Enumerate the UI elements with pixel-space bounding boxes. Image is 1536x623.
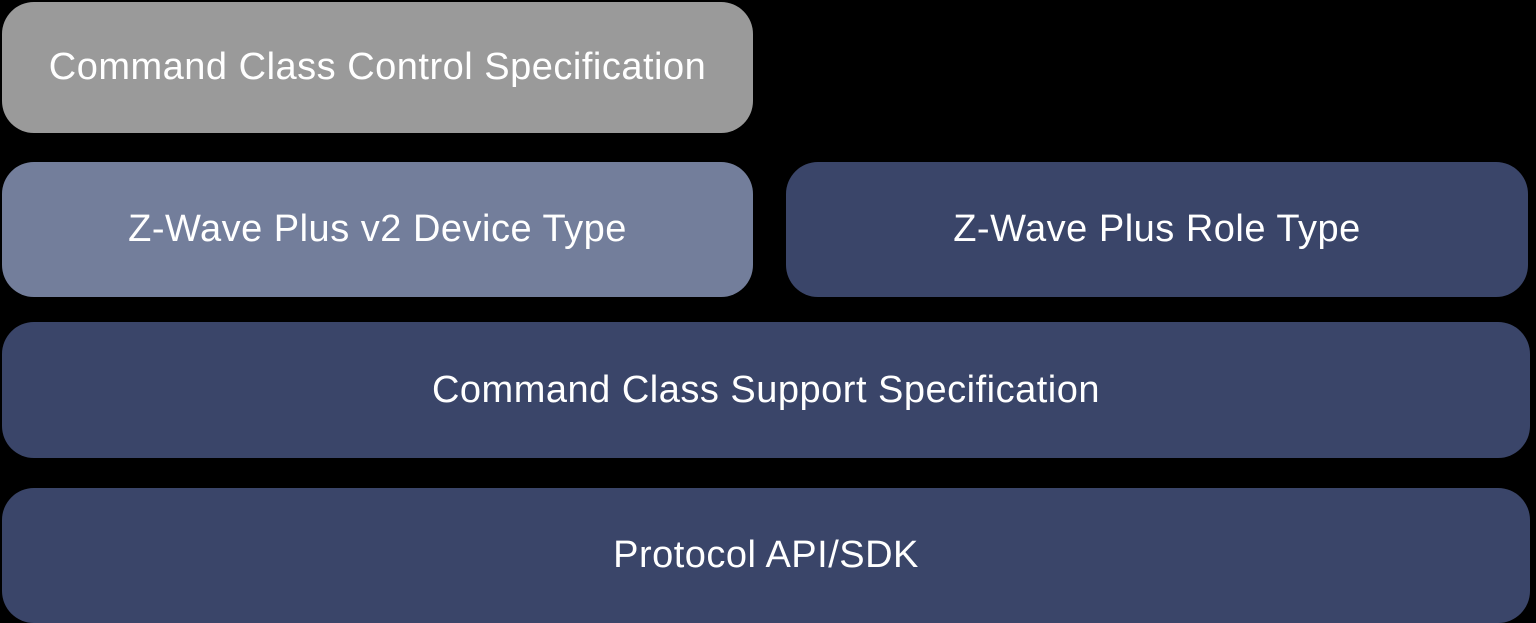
block-protocol-api-sdk-label: Protocol API/SDK [613,534,919,576]
block-command-class-support-spec: Command Class Support Specification [2,322,1530,458]
block-zwave-plus-role-type: Z-Wave Plus Role Type [786,162,1528,297]
block-command-class-control-spec: Command Class Control Specification [2,2,753,133]
block-zwave-plus-v2-device-type: Z-Wave Plus v2 Device Type [2,162,753,297]
block-zwave-plus-v2-device-type-label: Z-Wave Plus v2 Device Type [128,208,627,250]
block-protocol-api-sdk: Protocol API/SDK [2,488,1530,623]
block-command-class-control-spec-label: Command Class Control Specification [48,46,707,88]
block-command-class-support-spec-label: Command Class Support Specification [431,368,1101,411]
block-zwave-plus-role-type-label: Z-Wave Plus Role Type [953,208,1361,250]
